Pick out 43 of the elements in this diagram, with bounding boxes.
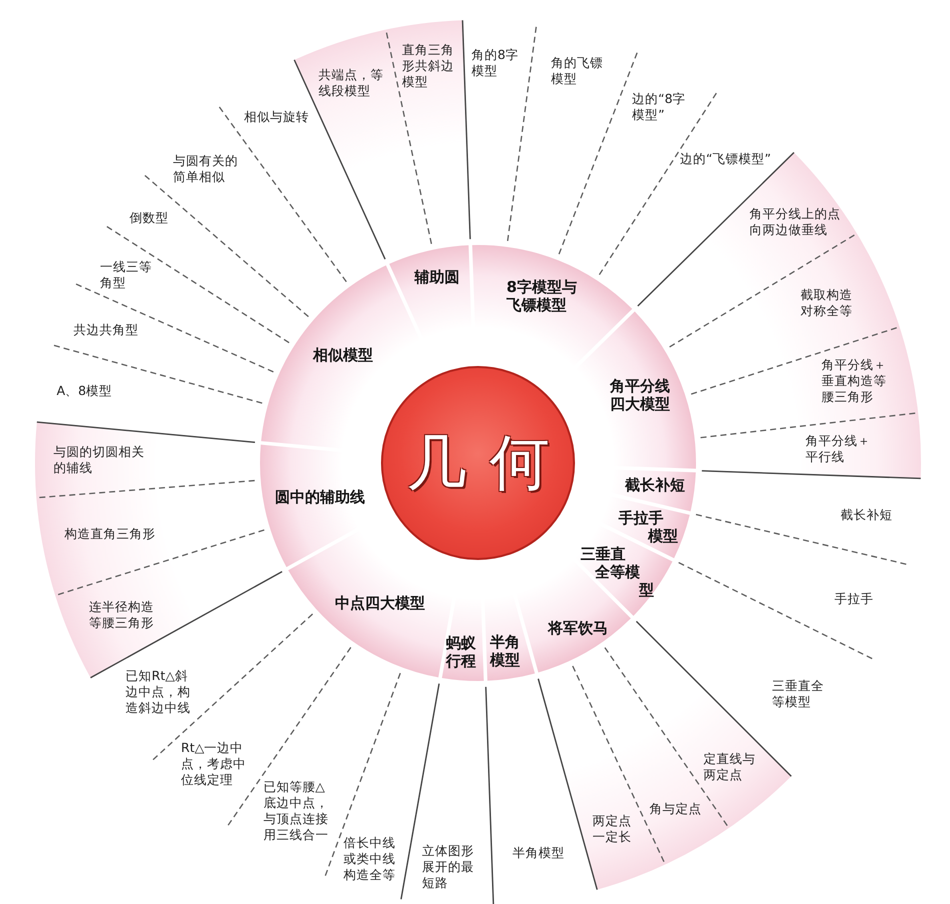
segment-label: 直角三角形共斜边模型	[402, 42, 457, 90]
segment-label: 角的8字模型	[472, 47, 524, 80]
segment-label: 立体图形展开的最短路	[422, 843, 478, 891]
segment-label: 手拉手	[834, 590, 874, 607]
segment-label: 已知等腰△底边中点，与顶点连接用三线合一	[263, 778, 332, 843]
segment-label: 半角模型	[512, 845, 564, 862]
segment-label: 两定点一定长	[592, 812, 634, 845]
segment-label: 角平分线＋垂直构造等腰三角形	[821, 357, 890, 406]
segment-label: 手拉手模型	[618, 509, 680, 545]
segment-label: 截长补短	[625, 476, 685, 494]
segment-label: 8字模型与飞镖模型	[506, 278, 578, 314]
segment-label: 蚂蚁行程	[446, 634, 477, 670]
segment-label: 截取构造对称全等	[800, 287, 856, 320]
segment-label: 中点四大模型	[335, 594, 425, 612]
segment-label: Rt△一边中点，考虑中位线定理	[181, 740, 250, 788]
segment-label: 角的飞镖模型	[551, 54, 606, 87]
segment-label: 角平分线四大模型	[610, 377, 671, 413]
segment-label: 连半径构造等腰三角形	[89, 599, 158, 632]
segment-label: 圆中的辅助线	[275, 488, 365, 506]
segment-label: 半角模型	[490, 633, 521, 669]
segment-label: 边的“飞镖模型”	[680, 151, 771, 167]
segment-label: 角与定点	[649, 800, 702, 817]
segment-label: 共边共角型	[74, 322, 139, 338]
segment-label: 共端点，等线段模型	[318, 67, 387, 100]
segment-label: 相似与旋转	[244, 109, 309, 126]
segment-label: 角平分线＋平行线	[806, 432, 874, 465]
segment-label: 相似模型	[313, 346, 373, 364]
segment-label: 角平分线上的点向两边做垂线	[750, 206, 844, 238]
segment-label: 与圆的切圆相关的辅线	[54, 444, 148, 476]
segment-label: 三垂直全等模型	[579, 545, 656, 599]
segment-label: 倒数型	[130, 210, 169, 226]
segment-label: 辅助圆	[414, 268, 460, 286]
segment-label: 与圆有关的简单相似	[173, 152, 242, 185]
segment-label: 一线三等角型	[100, 258, 155, 291]
segment-label: 已知Rt△斜边中点，构造斜边中线	[126, 668, 194, 716]
segment-label: 构造直角三角形	[64, 526, 156, 542]
segment-label: 三垂直全等模型	[772, 678, 828, 710]
segment-label: 截长补短	[840, 507, 892, 524]
segment-label: 将军饮马	[548, 619, 608, 637]
segment-label: 边的“8字模型”	[632, 90, 688, 123]
segment-label: 倍长中线或类中线构造全等	[343, 834, 398, 883]
segment-label: 定直线与两定点	[704, 751, 759, 784]
segment-label: A、8模型	[56, 382, 112, 399]
